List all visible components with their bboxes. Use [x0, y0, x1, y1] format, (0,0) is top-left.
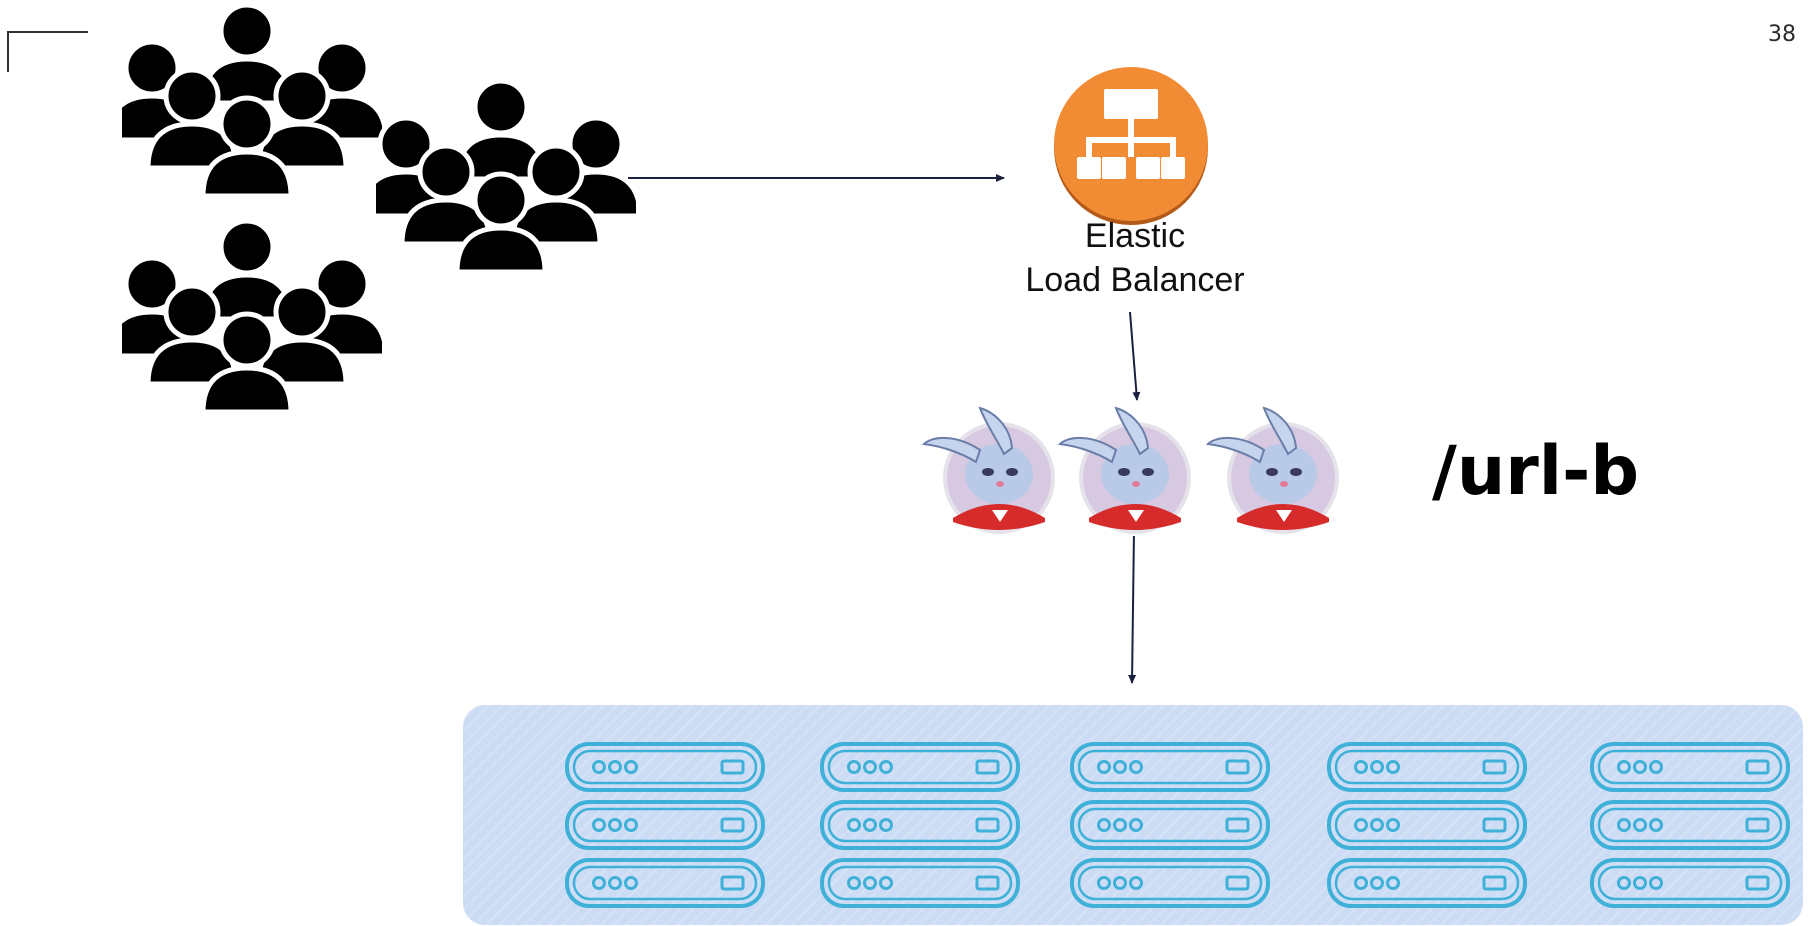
server-icon	[1327, 858, 1527, 908]
rabbit-mascot-icon	[921, 406, 1059, 536]
server-rack	[1327, 741, 1527, 911]
server-pool	[463, 705, 1803, 925]
rabbit-mascot-icon	[1205, 406, 1343, 536]
arrow-balancer-to-instances	[1129, 311, 1141, 401]
server-rack	[1590, 741, 1790, 911]
server-icon	[1590, 742, 1790, 792]
load-balancer-label-line: Load Balancer	[1025, 261, 1245, 299]
server-icon	[1070, 800, 1270, 850]
load-balancer-label: Elastic Load Balancer	[975, 214, 1295, 302]
server-icon	[820, 800, 1020, 850]
server-rack	[565, 741, 765, 911]
server-icon	[1590, 800, 1790, 850]
slide-corner-mark	[7, 31, 88, 72]
server-icon	[820, 742, 1020, 792]
server-icon	[565, 858, 765, 908]
server-icon	[565, 742, 765, 792]
server-icon	[1070, 742, 1270, 792]
route-label: /url-b	[1432, 432, 1639, 511]
load-balancer-label-line: Elastic	[1084, 217, 1186, 255]
load-balancer-icon	[1054, 67, 1208, 225]
server-icon	[1327, 800, 1527, 850]
slide-number: 38	[1768, 22, 1796, 47]
server-icon	[1590, 858, 1790, 908]
server-rack	[820, 741, 1020, 911]
server-icon	[1327, 742, 1527, 792]
server-icon	[1070, 858, 1270, 908]
rabbit-mascot-icon	[1057, 406, 1195, 536]
server-rack	[1070, 741, 1270, 911]
server-icon	[820, 858, 1020, 908]
server-icon	[565, 800, 765, 850]
arrow-instances-to-servers	[1128, 529, 1137, 684]
